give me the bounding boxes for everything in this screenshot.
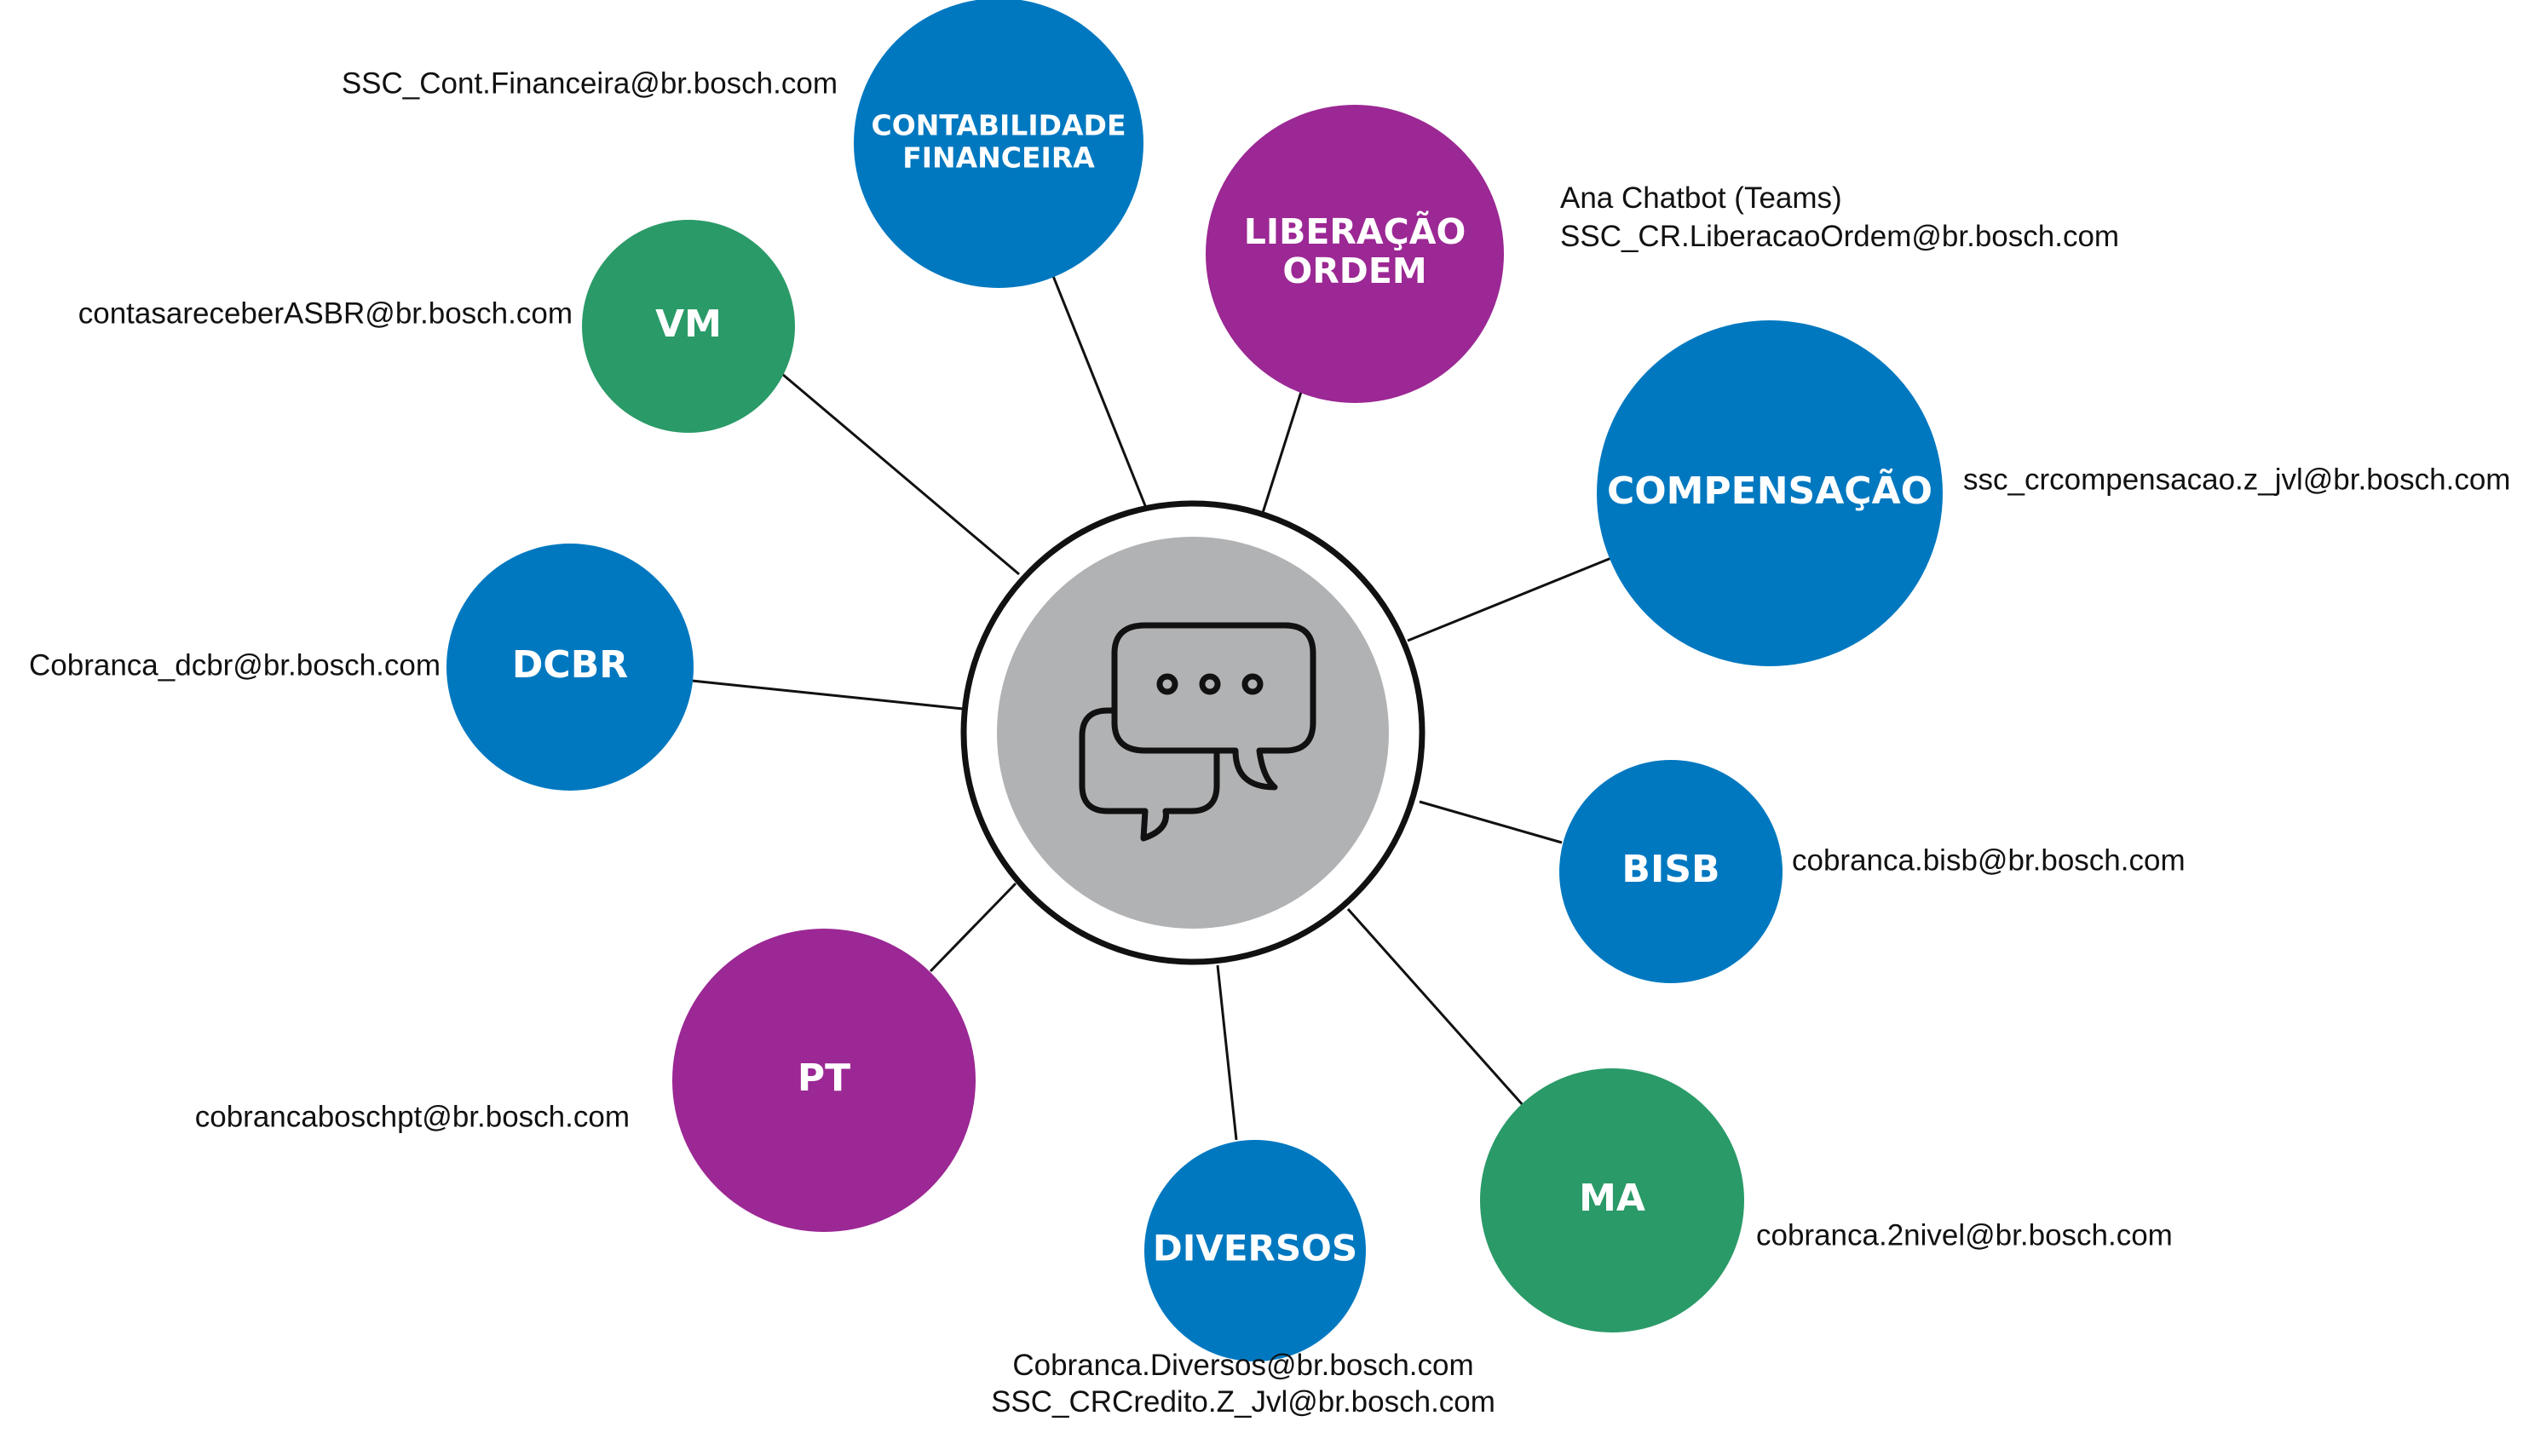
node-label-compensacao: COMPENSAÇÃO <box>1607 468 1932 513</box>
node-circle-compensacao <box>1597 320 1943 666</box>
node-vm: VM <box>582 220 795 433</box>
node-label-bisb: BISB <box>1621 848 1719 891</box>
node-label-liberacao: LIBERAÇÃO <box>1244 210 1466 252</box>
connector-ma <box>1346 908 1525 1107</box>
node-circle-dcbr <box>446 544 694 791</box>
connector-liberacao <box>1260 391 1303 516</box>
connectors <box>691 275 1612 1141</box>
node-label-vm: VM <box>655 302 722 346</box>
contact-text-liberacao: Ana Chatbot (Teams) <box>1560 181 1842 215</box>
contact-text-diversos: SSC_CRCredito.Z_Jvl@br.bosch.com <box>991 1385 1495 1419</box>
node-label-diversos: DIVERSOS <box>1153 1228 1357 1269</box>
node-circle-pt <box>672 929 976 1232</box>
node-circle-liberacao <box>1206 105 1504 403</box>
node-bisb: BISB <box>1559 760 1783 983</box>
contact-text-dcbr: Cobranca_dcbr@br.bosch.com <box>29 648 441 682</box>
node-circle-ma <box>1480 1068 1744 1332</box>
node-compensacao: COMPENSAÇÃO <box>1597 320 1943 666</box>
contact-text-ma: cobranca.2nivel@br.bosch.com <box>1756 1218 2173 1252</box>
node-pt: PT <box>672 929 976 1232</box>
contact-text-bisb: cobranca.bisb@br.bosch.com <box>1792 843 2186 877</box>
node-circle-contabilidade <box>854 0 1143 288</box>
connector-diversos <box>1216 964 1238 1141</box>
node-label-liberacao: ORDEM <box>1282 250 1426 291</box>
connector-pt <box>929 882 1017 973</box>
node-circle-vm <box>582 220 795 433</box>
node-circle-diversos <box>1144 1140 1366 1361</box>
node-dcbr: DCBR <box>446 544 694 791</box>
node-ma: MA <box>1480 1068 1744 1332</box>
connector-dcbr <box>691 679 964 711</box>
contact-text-compensacao: ssc_crcompensacao.z_jvl@br.bosch.com <box>1963 463 2510 496</box>
connector-vm <box>781 372 1020 576</box>
node-circle-bisb <box>1559 760 1783 983</box>
contact-text-vm: contasareceberASBR@br.bosch.com <box>78 296 573 330</box>
node-label-ma: MA <box>1579 1177 1645 1220</box>
node-label-contabilidade: FINANCEIRA <box>902 141 1095 175</box>
department-nodes: CONTABILIDADEFINANCEIRALIBERAÇÃOORDEMVMC… <box>446 0 1943 1361</box>
node-label-dcbr: DCBR <box>512 643 628 687</box>
connector-contabilidade <box>1051 275 1148 509</box>
node-label-contabilidade: CONTABILIDADE <box>872 109 1126 142</box>
contact-text-diversos: Cobranca.Diversos@br.bosch.com <box>1012 1349 1473 1382</box>
contact-text-pt: cobrancaboschpt@br.bosch.com <box>195 1100 630 1133</box>
contact-text-liberacao: SSC_CR.LiberacaoOrdem@br.bosch.com <box>1560 220 2119 253</box>
central-hub <box>960 500 1426 965</box>
chat-bubbles-icon <box>1079 622 1316 842</box>
contact-text-contabilidade: SSC_Cont.Financeira@br.bosch.com <box>342 66 838 100</box>
node-label-pt: PT <box>798 1056 850 1100</box>
connector-bisb <box>1419 800 1563 844</box>
node-diversos: DIVERSOS <box>1144 1140 1366 1361</box>
connector-compensacao <box>1407 556 1612 642</box>
